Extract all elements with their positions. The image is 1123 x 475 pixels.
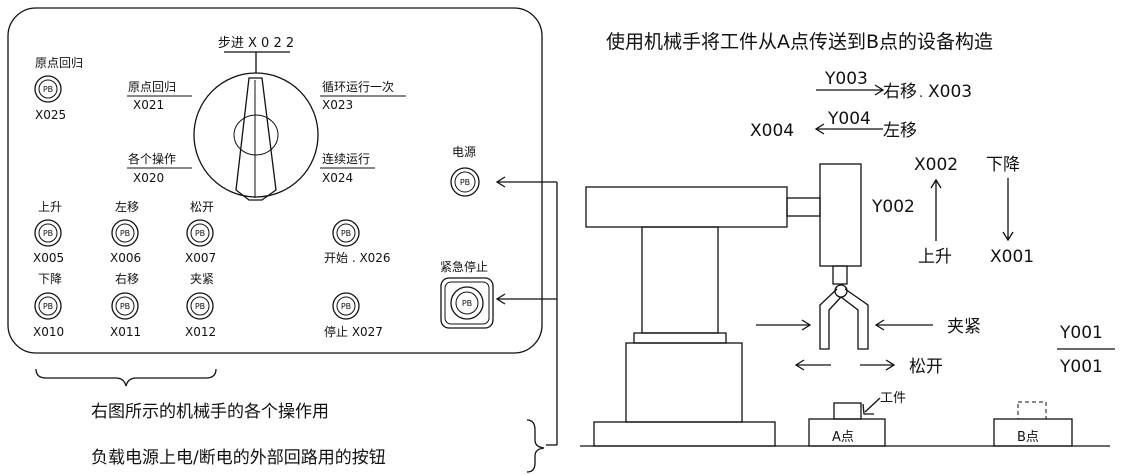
svg-text:PB: PB bbox=[341, 229, 351, 238]
pb-down[interactable]: 下降 PB X010 bbox=[33, 272, 64, 339]
svg-text:X001: X001 bbox=[990, 247, 1034, 267]
svg-text:左移: 左移 bbox=[115, 199, 139, 214]
svg-text:工件: 工件 bbox=[880, 391, 906, 406]
selector-dial bbox=[193, 72, 319, 198]
svg-text:Y001: Y001 bbox=[1059, 323, 1103, 343]
svg-text:右移: 右移 bbox=[883, 82, 917, 102]
svg-text:X005: X005 bbox=[33, 251, 64, 265]
svg-text:开始 . X026: 开始 . X026 bbox=[324, 251, 391, 265]
svg-text:X025: X025 bbox=[35, 108, 66, 122]
svg-text:上升: 上升 bbox=[38, 200, 62, 214]
svg-text:停止 X027: 停止 X027 bbox=[324, 324, 383, 339]
selector-knob bbox=[235, 77, 277, 201]
selector-pos-single-cycle: 循环运行一次 bbox=[322, 80, 394, 94]
svg-text:PB: PB bbox=[120, 229, 130, 238]
external-circuit-wiring bbox=[495, 176, 558, 446]
arm-beam bbox=[585, 186, 788, 228]
svg-text:X002: X002 bbox=[914, 155, 958, 175]
base bbox=[593, 421, 776, 447]
svg-text:松开: 松开 bbox=[909, 357, 943, 377]
control-panel-frame bbox=[7, 7, 543, 354]
svg-text:夹紧: 夹紧 bbox=[190, 272, 214, 286]
pb-power[interactable]: 电源 PB bbox=[450, 145, 480, 197]
svg-text:电源: 电源 bbox=[452, 145, 476, 159]
svg-text:松开: 松开 bbox=[190, 200, 214, 214]
gripper: 夹紧 松开 Y001 Y001 bbox=[756, 284, 1115, 377]
column bbox=[641, 226, 719, 334]
horizontal-movement-labels: Y003 右移 . X003 X004 Y004 左移 bbox=[750, 69, 972, 141]
svg-text:PB: PB bbox=[460, 178, 470, 187]
pedestal bbox=[625, 342, 743, 423]
arm-rod bbox=[786, 197, 821, 217]
selector-pos-continuous: 连续运行 bbox=[322, 151, 370, 166]
svg-text:PB: PB bbox=[120, 302, 130, 311]
svg-text:PB: PB bbox=[43, 229, 53, 238]
svg-text:X021: X021 bbox=[133, 98, 164, 112]
vertical-movement-labels: X002 下降 上升 X001 Y002 bbox=[871, 155, 1034, 267]
pb-home[interactable]: 原点回归 PB X025 bbox=[34, 56, 83, 122]
svg-text:X020: X020 bbox=[133, 171, 164, 185]
svg-text:下降: 下降 bbox=[38, 272, 62, 286]
note-panel-buttons: 右图所示的机械手的各个操作用 bbox=[91, 402, 329, 422]
brace-external-buttons bbox=[526, 419, 545, 473]
brace-panel-buttons bbox=[35, 368, 217, 387]
pb-release[interactable]: 松开 PB X007 bbox=[185, 200, 216, 265]
svg-text:PB: PB bbox=[195, 302, 205, 311]
station-b: B点 bbox=[993, 401, 1073, 447]
svg-text:左移: 左移 bbox=[883, 121, 917, 141]
svg-text:X023: X023 bbox=[322, 98, 353, 112]
selector-pos-home: 原点回归 bbox=[128, 80, 176, 94]
svg-text:Y003: Y003 bbox=[824, 69, 868, 89]
pb-right[interactable]: 右移 PB X011 bbox=[110, 271, 141, 339]
svg-text:B点: B点 bbox=[1017, 430, 1039, 445]
svg-text:Y004: Y004 bbox=[827, 109, 871, 129]
note-external-buttons: 负载电源上电/断电的外部回路用的按钮 bbox=[91, 448, 386, 468]
diagram-title: 使用机械手将工件从A点传送到B点的设备构造 bbox=[606, 31, 993, 53]
svg-text:右移: 右移 bbox=[115, 271, 139, 286]
svg-text:X024: X024 bbox=[322, 171, 353, 185]
workpiece bbox=[833, 402, 862, 420]
svg-text:PB: PB bbox=[43, 302, 53, 311]
svg-text:PB: PB bbox=[341, 302, 351, 311]
selector-pos-step: 步进 X 0 2 2 bbox=[218, 36, 294, 51]
svg-text:夹紧: 夹紧 bbox=[947, 317, 981, 337]
pb-stop[interactable]: PB 停止 X027 bbox=[324, 292, 383, 339]
svg-text:Y002: Y002 bbox=[871, 197, 915, 217]
svg-text:.: . bbox=[919, 86, 923, 101]
svg-text:X003: X003 bbox=[928, 82, 972, 102]
svg-text:X010: X010 bbox=[33, 325, 64, 339]
pb-clamp[interactable]: 夹紧 PB X012 bbox=[185, 272, 216, 339]
svg-text:PB: PB bbox=[43, 85, 53, 94]
pb-left[interactable]: 左移 PB X006 bbox=[110, 199, 141, 265]
pb-start[interactable]: PB 开始 . X026 bbox=[324, 219, 391, 265]
svg-text:A点: A点 bbox=[832, 430, 854, 445]
pb-emergency-stop[interactable]: 紧急停止 PB bbox=[440, 259, 494, 329]
vertical-actuator bbox=[819, 163, 862, 267]
svg-text:紧急停止: 紧急停止 bbox=[440, 259, 488, 274]
svg-text:Y001: Y001 bbox=[1059, 357, 1103, 377]
svg-text:原点回归: 原点回归 bbox=[35, 56, 83, 70]
pb-up[interactable]: 上升 PB X005 bbox=[33, 200, 64, 265]
svg-text:上升: 上升 bbox=[918, 247, 952, 267]
svg-text:X006: X006 bbox=[110, 251, 141, 265]
svg-text:下降: 下降 bbox=[986, 155, 1020, 175]
svg-text:X012: X012 bbox=[185, 325, 216, 339]
svg-text:X011: X011 bbox=[110, 325, 141, 339]
svg-text:PB: PB bbox=[462, 299, 472, 308]
svg-text:X007: X007 bbox=[185, 251, 216, 265]
mode-selector-switch[interactable]: 步进 X 0 2 2 原点回归 X021 各个操作 X020 循环运行一次 X0… bbox=[127, 36, 406, 201]
selector-pos-manual: 各个操作 bbox=[128, 151, 176, 166]
svg-text:PB: PB bbox=[195, 229, 205, 238]
svg-text:X004: X004 bbox=[750, 121, 794, 141]
